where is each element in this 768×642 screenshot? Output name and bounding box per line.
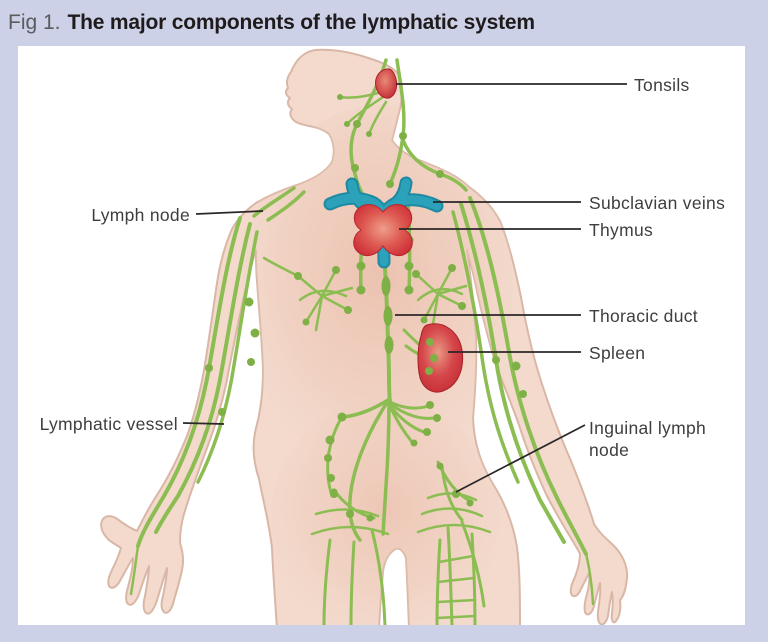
label-thymus: Thymus [589,220,654,240]
lymph-node-dots [205,94,527,522]
leader-lines [182,83,627,493]
label-tonsils: Tonsils [634,75,690,95]
body-silhouette [100,48,629,625]
label-thoracic-duct: Thoracic duct [589,306,698,326]
caption-title: The major components of the lymphatic sy… [67,11,536,34]
label-spleen: Spleen [589,343,646,363]
caption-prefix: Fig 1. [8,11,61,34]
label-subclavian-veins: Subclavian veins [589,193,726,213]
label-lymph-node: Lymph node [91,205,190,225]
leader-line-inguinal-lymph-node [455,424,586,493]
figure-caption: Fig 1. The major components of the lymph… [0,0,768,46]
label-inguinal-lymph-node: Inguinal lymph node [589,418,707,461]
leader-line-lymphatic-vessel [182,422,225,425]
thymus-shape [353,204,413,257]
leader-line-lymph-node [195,210,264,215]
tonsil-shape [375,68,398,99]
label-lymphatic-vessel: Lymphatic vessel [39,414,178,434]
spleen-hilum-nodes [425,338,438,375]
